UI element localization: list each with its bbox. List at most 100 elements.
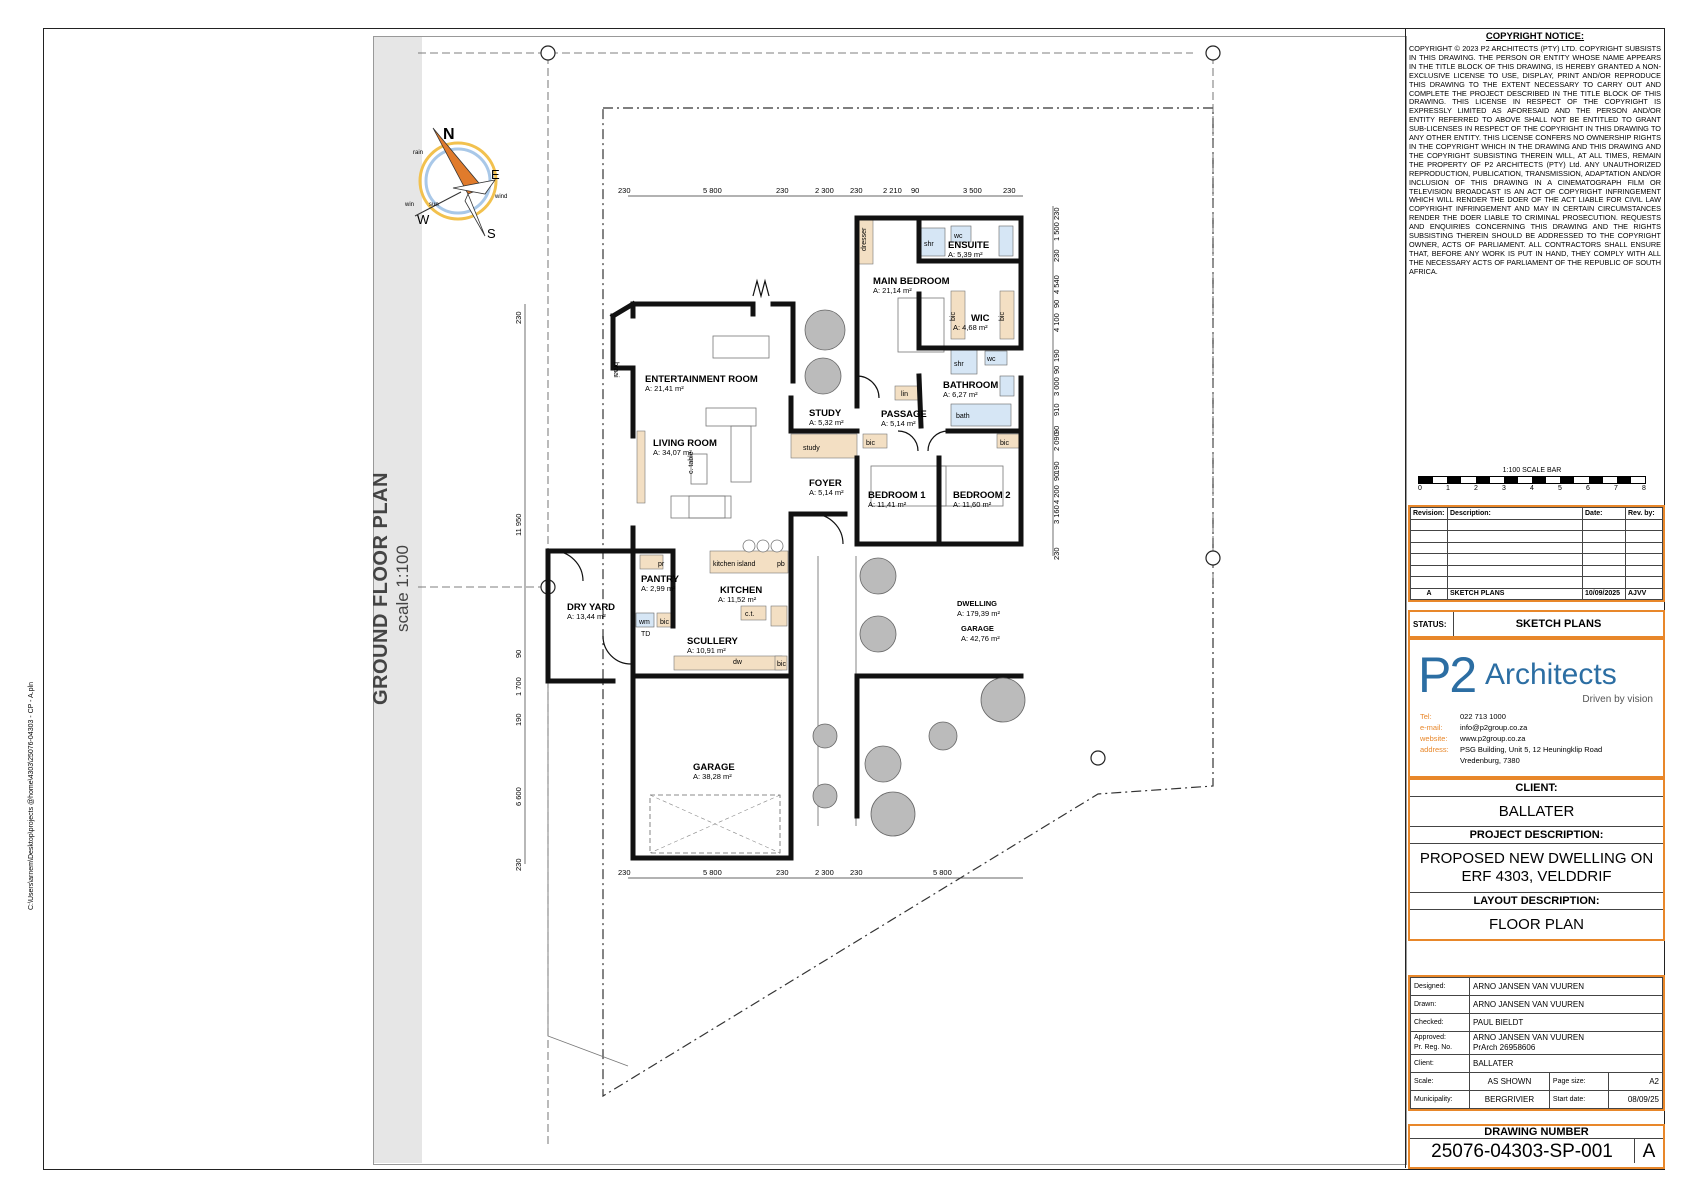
dimension-label: 230: [1003, 186, 1016, 195]
scale-tick: 0: [1418, 485, 1422, 492]
bar-stools: [742, 539, 784, 553]
summary-garage-area: A: 42,76 m²: [961, 634, 1000, 643]
dimension-label: 3 000: [1052, 377, 1061, 396]
approved-value: ARNO JANSEN VAN VUUREN: [1473, 1033, 1584, 1042]
room-area-garage: A: 38,28 m²: [693, 772, 732, 781]
contact-key: Tel:: [1420, 712, 1432, 721]
fixture-label: study: [803, 445, 820, 452]
dimension-label: 90: [1052, 300, 1061, 308]
contact-value: www.p2group.co.za: [1460, 734, 1526, 743]
client-name: BALLATER: [1469, 1054, 1663, 1073]
dimension-label: 2 300: [815, 868, 834, 877]
firm-logo-block: P2 Architects Driven by vision Tel: 022 7…: [1408, 638, 1665, 778]
drawing-revision: A: [1634, 1139, 1663, 1163]
compass-north: N: [443, 126, 455, 143]
fixture-label: wc: [953, 233, 963, 240]
room-name-ensuite: ENSUITE: [948, 240, 989, 251]
fixture-label: pr: [658, 561, 665, 568]
rev-cell: SKETCH PLANS: [1447, 587, 1583, 600]
site-boundary: [602, 107, 1214, 1098]
dimension-label: 230: [1052, 547, 1061, 560]
dimension-label: 190: [1052, 461, 1061, 474]
compass-sun: sun: [429, 202, 439, 208]
dimension-label: 230: [1052, 207, 1061, 220]
dimension-label: 230: [514, 858, 523, 871]
fixture-label: dw: [733, 659, 743, 666]
garage-door-swing: [649, 794, 781, 854]
walls: [545, 215, 1024, 861]
scale-tick: 1: [1446, 485, 1450, 492]
checked-value: PAUL BIELDT: [1469, 1013, 1663, 1032]
room-area-bathroom: A: 6,27 m²: [943, 390, 978, 399]
scale-tick: 6: [1586, 485, 1590, 492]
firm-name: Architects: [1485, 658, 1617, 691]
area-summary: DWELLING A: 179,39 m² GARAGE A: 42,76 m²: [957, 599, 1000, 643]
fixture-label: bic: [777, 661, 786, 668]
fixture-label: bic: [660, 619, 669, 626]
fixture-label: pb: [777, 561, 785, 568]
revision-table: Revision: Description: Date: Rev. by: A …: [1408, 505, 1665, 602]
scale-tick: 8: [1642, 485, 1646, 492]
dimension-label: 230: [618, 186, 631, 195]
dimension-label: 4 200: [1052, 485, 1061, 504]
dimension-label: 910: [1052, 403, 1061, 416]
drawn-value: ARNO JANSEN VAN VUUREN: [1469, 995, 1663, 1014]
copyright-heading: COPYRIGHT NOTICE:: [1485, 31, 1585, 42]
dimension-label: 2 300: [815, 186, 834, 195]
dimension-label: 3 500: [963, 186, 982, 195]
fixture-label: bic: [1000, 440, 1009, 447]
fixture-label: kitchen island: [713, 561, 756, 568]
rev-header: Rev. by:: [1625, 507, 1663, 520]
room-name-wic: WIC: [971, 313, 990, 324]
furniture: [670, 297, 1004, 519]
scale-label: Scale:: [1410, 1072, 1470, 1091]
paving-lines: [547, 556, 857, 1067]
grid-lines: [418, 52, 1214, 1146]
room-name-foyer: FOYER: [809, 478, 842, 489]
project-info: CLIENT: BALLATER PROJECT DESCRIPTION: PR…: [1408, 778, 1665, 941]
room-name-bedroom2: BEDROOM 2: [953, 490, 1011, 501]
contact-key: address:: [1420, 745, 1449, 754]
dimension-label: 5 800: [933, 868, 952, 877]
grid-markers: [540, 45, 1221, 766]
dimension-label: 1 700: [514, 677, 523, 696]
page-size-label: Page size:: [1548, 1072, 1609, 1091]
room-area-foyer: A: 5,14 m²: [809, 488, 844, 497]
copyright-text: COPYRIGHT © 2023 P2 ARCHITECTS (PTY) LTD…: [1409, 44, 1661, 276]
dimension-label: 5 800: [703, 868, 722, 877]
dimension-label: 1 500: [1052, 222, 1061, 241]
room-area-passage: A: 5,14 m²: [881, 419, 916, 428]
dimension-label: 90: [1052, 426, 1061, 434]
municipality-value: BERGRIVIER: [1469, 1090, 1550, 1109]
dimension-label: 230: [1052, 249, 1061, 262]
room-area-kitchen: A: 11,52 m²: [718, 595, 757, 604]
contact-value: 022 713 1000: [1460, 712, 1506, 721]
client-heading: CLIENT:: [1410, 780, 1663, 797]
client-value: BALLATER: [1410, 797, 1663, 827]
dimension-label: 5 800: [703, 186, 722, 195]
scale-value: AS SHOWN: [1469, 1072, 1550, 1091]
room-name-garage: GARAGE: [693, 762, 735, 773]
rev-cell: AJVV: [1625, 587, 1663, 600]
project-line2: ERF 4303, VELDDRIF: [1461, 868, 1612, 885]
firm-tagline: Driven by vision: [1582, 694, 1653, 705]
room-area-study: A: 5,32 m²: [809, 418, 844, 427]
firm-contacts: Tel:022 713 1000 e-mail:info@p2group.co.…: [1420, 711, 1602, 766]
drawing-number-heading: DRAWING NUMBER: [1410, 1126, 1663, 1139]
dimension-label: 90: [911, 186, 919, 195]
door-swings: [552, 278, 949, 665]
rev-cell: 10/09/2025: [1582, 587, 1626, 600]
fixture-label: c.t.: [745, 611, 754, 618]
room-name-kitchen: KITCHEN: [720, 585, 762, 596]
scale-tick: 5: [1558, 485, 1562, 492]
title-band: [374, 37, 422, 1163]
firm-logo-mark: P2: [1418, 647, 1477, 703]
room-area-wic: A: 4,68 m²: [953, 323, 988, 332]
compass-wind-e: wind: [494, 194, 507, 200]
summary-dwelling-label: DWELLING: [957, 599, 997, 608]
dimension-label: 190: [1052, 349, 1061, 362]
drawing-number-block: DRAWING NUMBER 25076-04303-SP-001 A: [1408, 1124, 1665, 1169]
layout-heading: LAYOUT DESCRIPTION:: [1410, 893, 1663, 910]
dimension-label: 90: [514, 650, 523, 658]
